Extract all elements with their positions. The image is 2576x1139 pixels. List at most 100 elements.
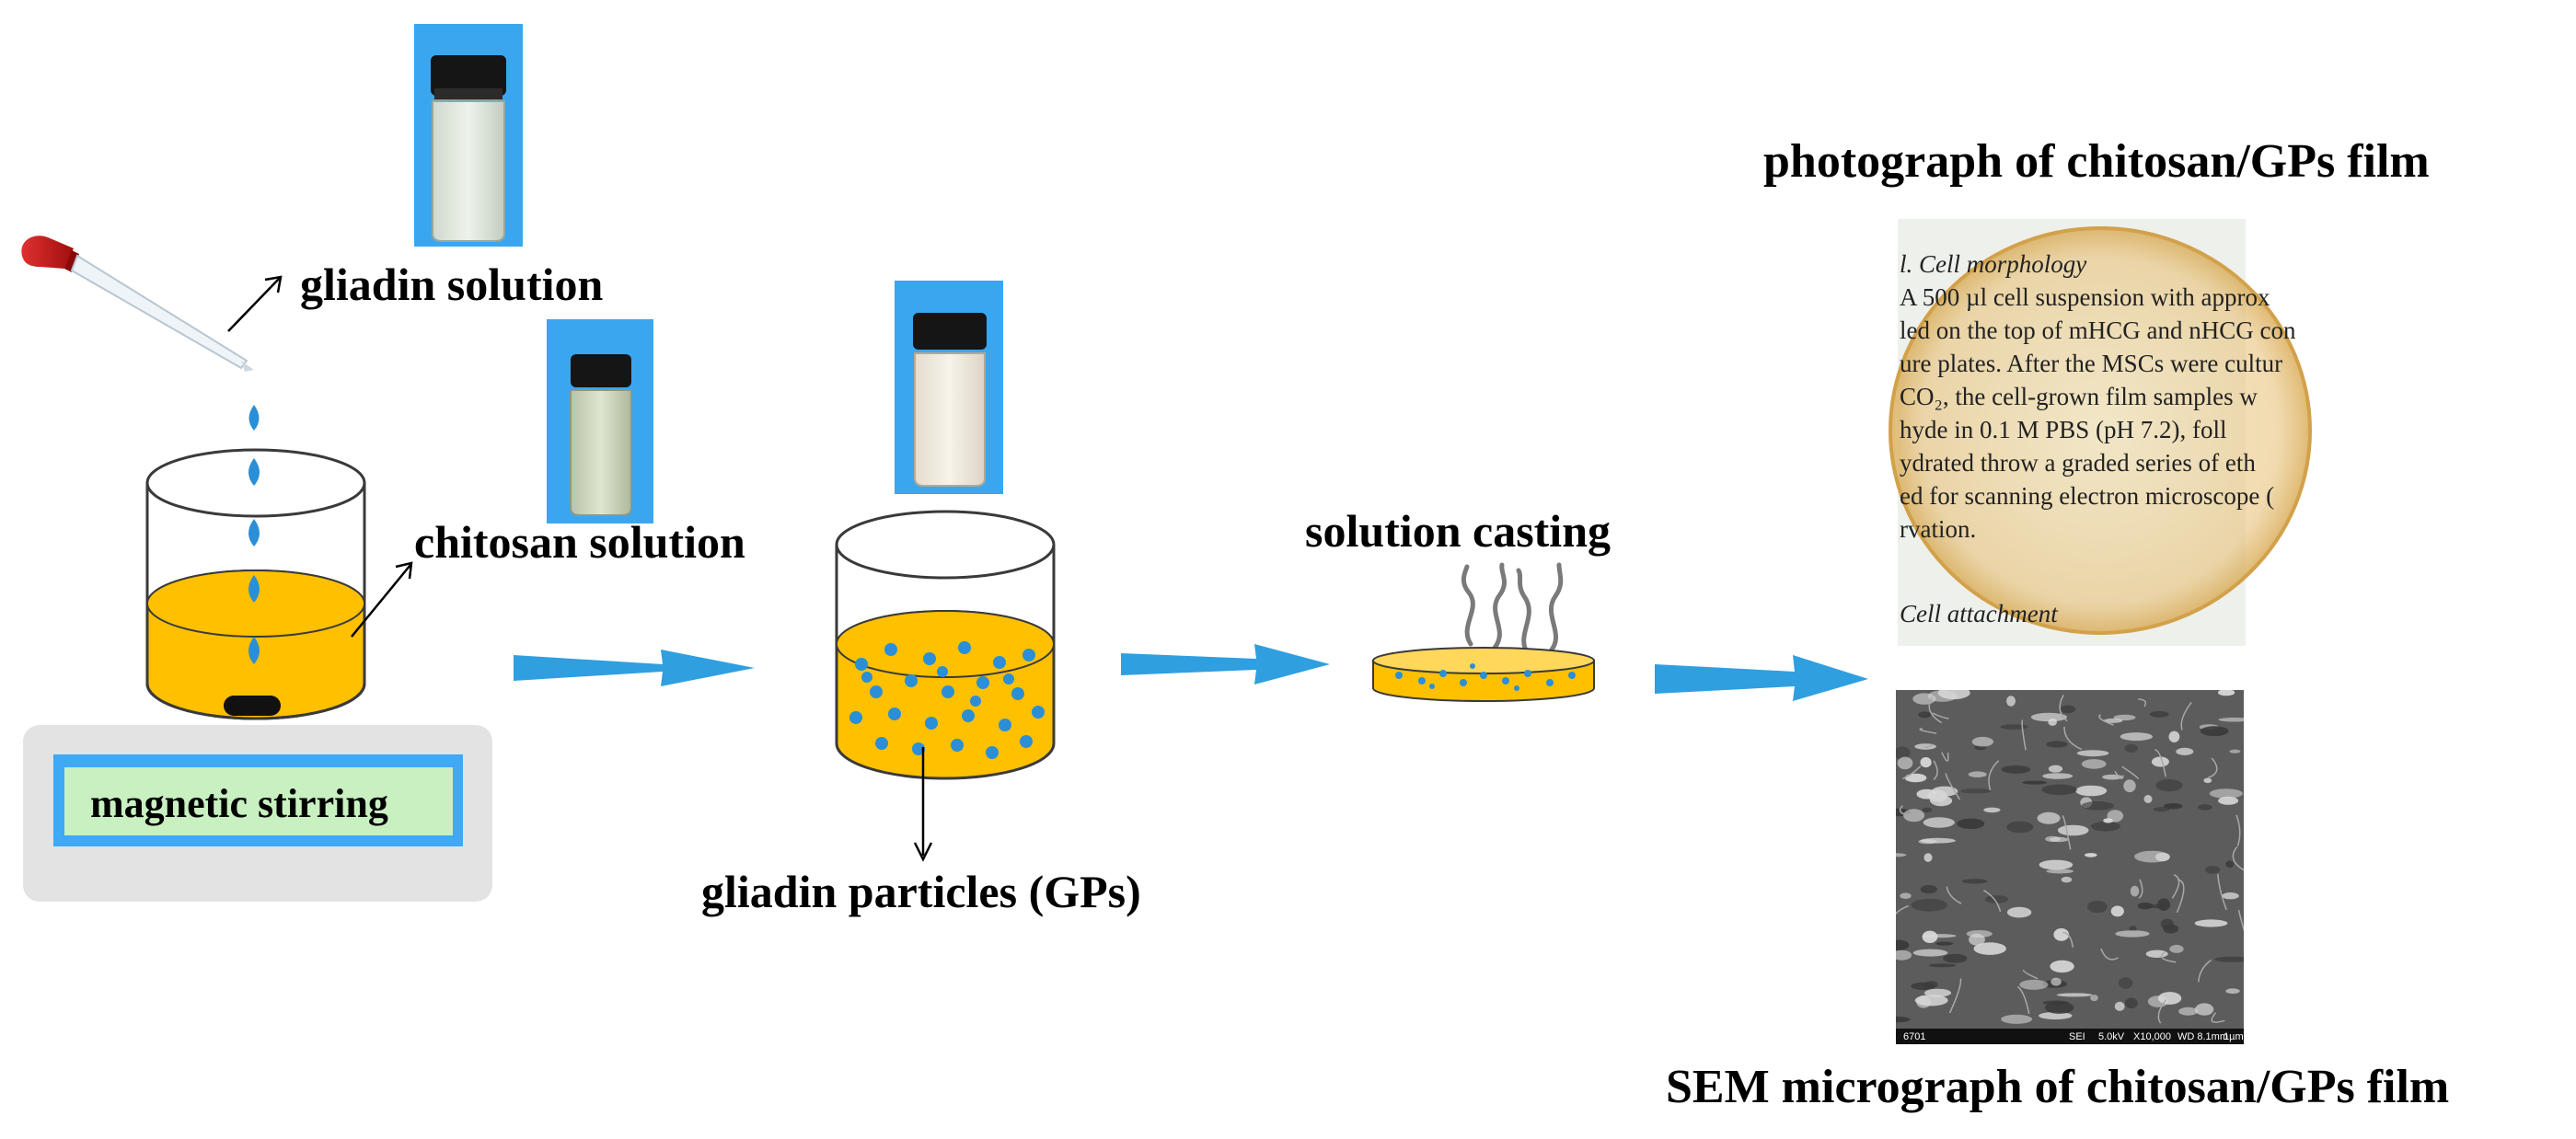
sem-ridge [2180, 701, 2192, 731]
sem-grain [2203, 777, 2212, 784]
sem-ridge [1941, 752, 1949, 762]
sem-ridge [2063, 726, 2083, 751]
sem-ridge [1988, 760, 2000, 791]
sem-grain [2176, 747, 2194, 756]
sem-ridge [2235, 814, 2241, 846]
flow-arrows [514, 644, 1868, 701]
title-sem-micrograph: SEM micrograph of chitosan/GPs film [1666, 1061, 2450, 1113]
book-line: Cell attachment [1900, 600, 2058, 627]
sem-ridge [1932, 712, 1949, 719]
book-line: ydrated throw a graded series of eth [1900, 449, 2256, 477]
sem-ridge [1924, 743, 1934, 749]
sem-grain [2037, 811, 2061, 824]
sem-grain [2087, 901, 2108, 914]
sem-grain [1897, 756, 1913, 770]
sem-grain [2001, 765, 2031, 774]
sem-grain [2006, 906, 2032, 918]
sem-grain [2145, 949, 2168, 959]
sem-grain [1927, 690, 1958, 702]
sem-grain [1923, 981, 1938, 988]
flow-arrow-icon [1121, 644, 1330, 685]
sem-grain [2155, 779, 2183, 792]
sem-grain [1966, 930, 1993, 938]
book-line: A 500 µl cell suspension with approx [1900, 283, 2270, 311]
sem-ridge [2062, 815, 2072, 850]
sem-grain [2164, 803, 2183, 810]
sem-ridge [1946, 886, 1962, 904]
sem-grain [2085, 853, 2097, 857]
sem-grain [2081, 801, 2114, 811]
sem-grain [2218, 796, 2239, 805]
sem-grain [1983, 807, 2001, 813]
sem-grain [1911, 898, 1947, 912]
sem-grain [2218, 690, 2235, 696]
sem-ridge [2211, 1012, 2225, 1023]
sem-grain [2030, 712, 2067, 722]
sem-grain [1896, 853, 1907, 857]
dropper-icon [21, 236, 254, 372]
sem-ridge [2059, 695, 2068, 722]
title-film-photograph: photograph of chitosan/GPs film [1763, 135, 2430, 188]
sem-grain [2046, 741, 2068, 748]
sem-grain [2042, 1000, 2070, 1006]
sem-grain [2041, 784, 2077, 796]
film-photograph [1889, 219, 2312, 646]
sem-ridge [2208, 757, 2218, 779]
book-line: led on the top of mHCG and nHCG con [1900, 316, 2296, 344]
sem-grain [1904, 773, 1927, 783]
sem-grain [2205, 866, 2220, 874]
flow-arrow-icon [1655, 655, 1868, 701]
sem-grain [2225, 860, 2235, 869]
sem-working-distance: WD 8.1mm [2177, 1031, 2228, 1042]
sem-grain [1923, 817, 1955, 828]
sem-ridge [1928, 696, 1943, 724]
sem-grain [2006, 821, 2034, 834]
sem-ridge [2121, 765, 2140, 780]
book-line: ure plates. After the MSCs were cultur [1900, 350, 2283, 377]
sem-ridge [2198, 959, 2212, 983]
sem-grain [2048, 765, 2063, 773]
sem-grain [2039, 859, 2074, 870]
sem-grain [1896, 1016, 1911, 1023]
pointer-gliadin [227, 277, 281, 332]
sem-grain [1968, 771, 1987, 777]
sem-micrograph [1896, 690, 2244, 1044]
sem-ridge [1919, 728, 1937, 734]
sem-ridge [2016, 985, 2030, 1015]
sem-grain [2200, 726, 2229, 737]
sem-grain [2050, 977, 2062, 986]
beaker-chitosan [145, 448, 366, 720]
sem-grain [1971, 736, 1993, 747]
sem-grain [2194, 919, 2228, 927]
sem-info-bar: 6701 SEI 5.0kV X10,000 WD 8.1mm 1µm [1900, 1030, 2244, 1044]
sem-grain [2081, 759, 2107, 769]
sem-grain [2090, 995, 2098, 1002]
sem-grain [2195, 1003, 2214, 1016]
sem-ridge [2138, 879, 2143, 899]
sem-ridge [2232, 846, 2244, 871]
sem-grain [2114, 1001, 2125, 1011]
sem-grain [2061, 876, 2073, 883]
sem-grain [1896, 746, 1911, 760]
sem-grain [1973, 942, 2006, 955]
sem-ridge [1896, 904, 1909, 915]
sem-grain [2222, 892, 2239, 900]
sem-grain [2090, 821, 2120, 832]
sem-grain [1896, 949, 1912, 961]
sem-grain [2214, 956, 2244, 962]
sem-grain [2006, 696, 2016, 707]
sem-grain [2124, 743, 2139, 754]
gliadin-particles [849, 641, 1045, 759]
sem-grain [2129, 926, 2137, 932]
steam-icon [1461, 562, 1564, 656]
sem-grain [1900, 892, 1912, 899]
sem-ridge [2098, 714, 2114, 726]
sem-ridge [2100, 948, 2119, 961]
sem-grain [2151, 756, 2169, 767]
sem-grain [2153, 807, 2170, 812]
sem-grain [2124, 997, 2138, 1009]
sem-grain [1896, 939, 1910, 950]
sem-grain [2225, 988, 2240, 995]
sem-ridge [2154, 749, 2166, 777]
sem-grain [2149, 710, 2169, 718]
